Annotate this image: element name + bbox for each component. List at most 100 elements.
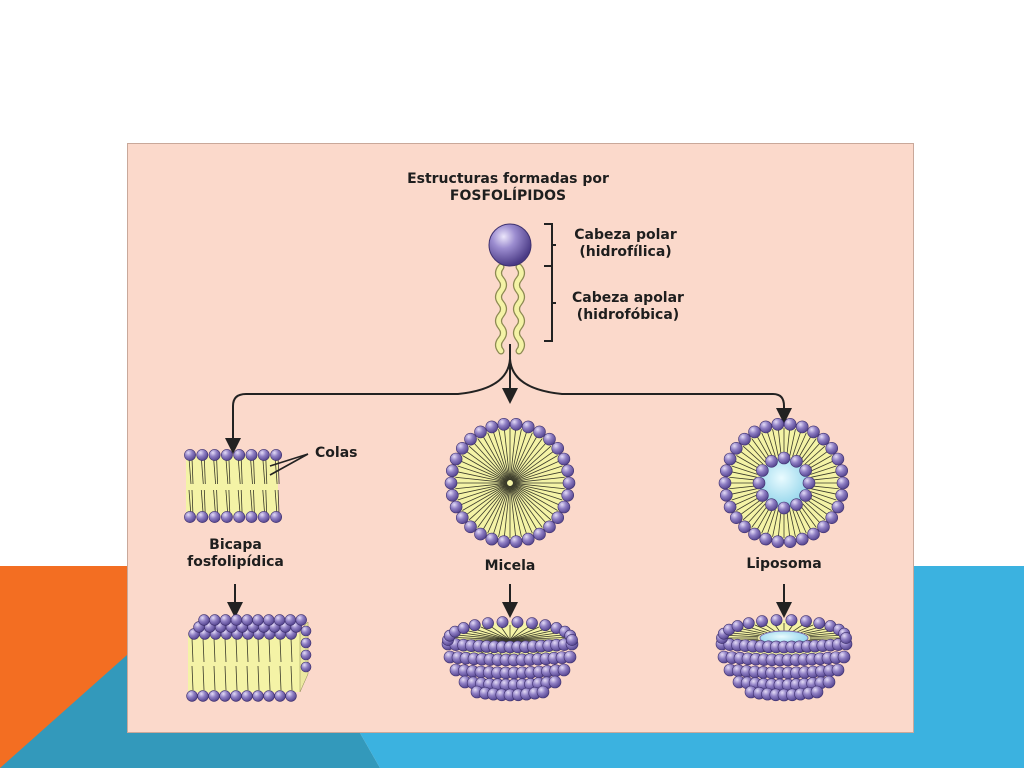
lipid-tail bbox=[257, 637, 260, 663]
lipid-head bbox=[509, 418, 523, 431]
lipid-tail bbox=[257, 665, 260, 691]
lipid-tail bbox=[806, 499, 829, 516]
lipid-head bbox=[198, 614, 210, 626]
liposome-label: Liposoma bbox=[746, 556, 822, 572]
lipid-tail bbox=[462, 455, 508, 482]
lipid-tail bbox=[810, 491, 837, 501]
lipid-head bbox=[521, 532, 535, 546]
lipid-head bbox=[511, 616, 524, 629]
lipid-tail bbox=[729, 632, 760, 637]
lipid-tail bbox=[225, 457, 229, 485]
lipid-head bbox=[230, 614, 243, 626]
lipid-tail bbox=[733, 460, 759, 472]
lipid-head bbox=[765, 455, 778, 468]
lipid-head bbox=[543, 520, 556, 534]
figure-title: Estructuras formadas por FOSFOLÍPIDOS bbox=[383, 171, 633, 205]
lipid-head bbox=[777, 451, 791, 465]
lipid-head bbox=[449, 500, 463, 514]
lipid-tail bbox=[503, 428, 511, 481]
polar-head bbox=[488, 223, 532, 267]
lipid-tail bbox=[512, 483, 563, 501]
lipid-tail bbox=[510, 485, 522, 537]
lipid-head bbox=[300, 637, 312, 649]
lipid-head bbox=[835, 464, 849, 478]
micelle bbox=[444, 418, 576, 548]
lipid-head bbox=[455, 511, 469, 524]
lipid-head bbox=[521, 420, 535, 434]
lipid-head bbox=[252, 690, 264, 702]
lipid-tail bbox=[472, 441, 509, 482]
lipid-head bbox=[561, 464, 575, 478]
lipid-head bbox=[752, 476, 766, 490]
lipid-head bbox=[825, 442, 839, 455]
lipid-head bbox=[563, 650, 577, 664]
lipid-tail bbox=[756, 507, 771, 531]
lipid-tail bbox=[512, 460, 561, 483]
lipid-head bbox=[551, 511, 565, 524]
lipid-head bbox=[245, 511, 258, 523]
lipid-tail bbox=[203, 457, 206, 485]
lipid-head bbox=[822, 675, 836, 689]
lipid-head bbox=[270, 449, 282, 461]
lipid-tail bbox=[809, 460, 835, 472]
lipid-tail bbox=[213, 457, 216, 485]
lipid-head bbox=[533, 527, 546, 541]
lipid-tail bbox=[510, 485, 528, 536]
lipid-tail bbox=[797, 507, 812, 531]
lipid-tail bbox=[797, 435, 812, 459]
lipid-head bbox=[561, 488, 575, 502]
lipid-tail bbox=[510, 485, 533, 534]
lipid-tail bbox=[459, 632, 511, 641]
lipid-tail bbox=[739, 450, 762, 467]
lipid-tail bbox=[512, 476, 565, 484]
lipid-tail bbox=[512, 482, 565, 490]
lipid-head bbox=[457, 622, 470, 634]
lipid-tail bbox=[268, 637, 271, 663]
lipid-tail bbox=[512, 483, 564, 495]
lipid-head bbox=[759, 420, 773, 434]
lipid-head bbox=[263, 614, 275, 626]
teal-triangle bbox=[0, 655, 380, 768]
lipid-tail bbox=[188, 457, 192, 485]
lipid-tail bbox=[777, 510, 782, 538]
lipid-tail bbox=[290, 637, 293, 663]
lipid-head bbox=[790, 455, 803, 468]
lipid-head bbox=[474, 527, 487, 541]
lipid-head bbox=[543, 432, 556, 446]
lipid-tail bbox=[761, 432, 773, 458]
lipid-head bbox=[445, 464, 459, 478]
lipid-head bbox=[233, 449, 246, 461]
branch-arrows bbox=[225, 344, 792, 618]
lipid-head bbox=[836, 476, 850, 490]
lipid-head bbox=[196, 449, 209, 461]
lipid-tail bbox=[455, 482, 508, 490]
lipid-tail bbox=[482, 485, 509, 531]
lipid-tail bbox=[511, 484, 552, 521]
lipid-tail bbox=[509, 625, 531, 641]
lipid-tail bbox=[730, 488, 757, 495]
lipid-head bbox=[783, 418, 797, 431]
lipid-tail bbox=[512, 471, 564, 483]
lipid-tail bbox=[465, 450, 508, 482]
lipid-tail bbox=[512, 455, 558, 482]
lipid-head bbox=[184, 511, 196, 523]
lipid-head bbox=[731, 620, 744, 632]
tail-bracket bbox=[544, 265, 556, 342]
lipid-tail bbox=[800, 505, 817, 528]
lipid-head bbox=[566, 634, 578, 646]
lipid-head bbox=[799, 464, 812, 477]
liposome-lumen bbox=[759, 458, 809, 508]
lipid-tail bbox=[268, 665, 271, 691]
lipid-head bbox=[765, 498, 778, 511]
lipid-head bbox=[197, 690, 209, 702]
lipid-tail bbox=[468, 484, 509, 521]
lipid-head bbox=[526, 617, 538, 630]
lipid-head bbox=[241, 690, 253, 702]
lipid-tail bbox=[455, 476, 508, 484]
lipid-tail bbox=[509, 428, 517, 481]
lipid-head bbox=[831, 500, 845, 514]
lipid-tail bbox=[465, 629, 511, 641]
lipid-tail bbox=[472, 628, 511, 641]
lipid-head bbox=[196, 511, 209, 523]
